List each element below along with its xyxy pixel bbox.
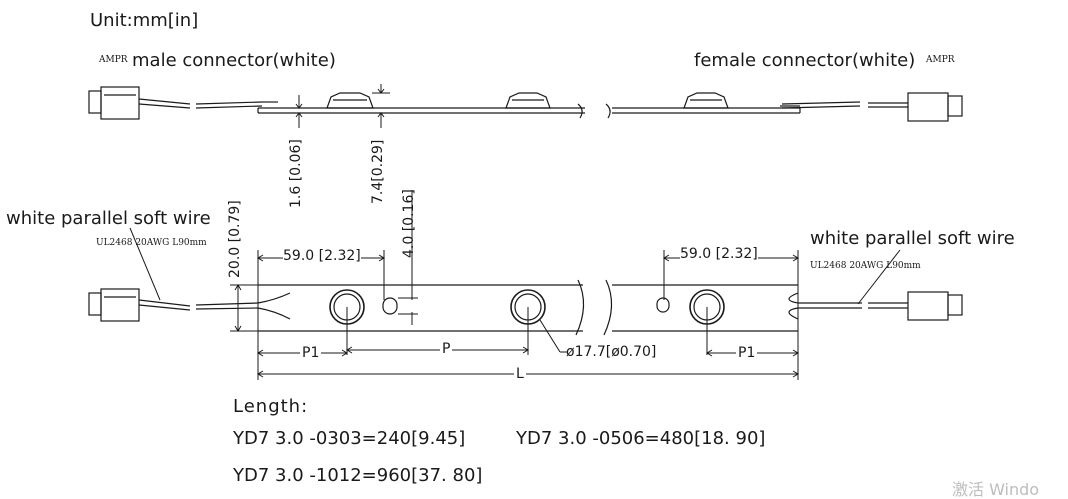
unit-label: Unit:mm[in] — [90, 10, 199, 31]
width-label: 20.0 [0.79] — [227, 200, 243, 278]
height-dimension — [372, 84, 390, 128]
mounting-hole-left — [382, 297, 398, 315]
side-wire-right — [780, 101, 908, 109]
height-label: 7.4[0.29] — [370, 139, 386, 204]
top-pcb-strip — [258, 279, 798, 336]
p1-right-label: P1 — [736, 345, 758, 361]
top-led-lens-2 — [510, 289, 546, 355]
right-wire-spec: UL2468 20AWG L90mm — [810, 261, 921, 271]
os-watermark: 激活 Windo — [952, 480, 1040, 499]
male-connector-side — [88, 86, 191, 120]
thickness-label: 1.6 [0.06] — [288, 139, 304, 208]
thickness-dimension — [295, 95, 303, 128]
side-led-lens-3 — [683, 92, 729, 109]
male-connector-top — [88, 288, 191, 322]
lens-diameter-label: ø17.7[ø0.70] — [566, 344, 657, 360]
mounting-hole-right — [656, 297, 670, 313]
female-brand-label: AMPR — [926, 55, 955, 65]
length-row-2: YD7 3.0 -0506=480[18. 90] — [516, 428, 766, 449]
left-wire-label: white parallel soft wire — [6, 208, 211, 229]
male-connector-label: male connector(white) — [132, 50, 336, 71]
length-row-3: YD7 3.0 -1012=960[37. 80] — [233, 465, 483, 486]
length-dimension — [257, 370, 799, 378]
pitch-label: P — [440, 341, 453, 357]
female-connector-top — [907, 291, 963, 321]
lens-diameter-leader — [539, 319, 568, 353]
hole-dimension — [398, 190, 418, 325]
top-wire-right — [788, 292, 908, 320]
length-label: L — [514, 366, 526, 382]
female-connector-label: female connector(white) — [694, 50, 916, 71]
side-led-lens-2 — [505, 92, 551, 109]
width-dimension — [230, 284, 258, 332]
edge-right-dimension — [663, 250, 799, 380]
top-led-lens-1 — [329, 289, 365, 355]
hole-label: 4.0 [0.16] — [401, 189, 417, 258]
left-wire-spec: UL2468 20AWG L90mm — [96, 238, 207, 248]
length-heading: Length: — [233, 396, 309, 417]
top-wire-left — [195, 292, 291, 320]
edge-left-label: 59.0 [2.32] — [283, 248, 361, 264]
edge-right-label: 59.0 [2.32] — [680, 246, 758, 262]
female-connector-side — [907, 92, 963, 122]
side-wire-left — [195, 101, 278, 109]
length-row-1: YD7 3.0 -0303=240[9.45] — [233, 428, 466, 449]
wire-leaders — [129, 227, 901, 305]
side-pcb-strip — [257, 103, 801, 119]
male-brand-label: AMPR — [99, 55, 128, 65]
right-wire-label: white parallel soft wire — [810, 228, 1015, 249]
top-led-lens-3 — [689, 289, 725, 355]
p1-left-label: P1 — [300, 345, 322, 361]
edge-left-dimension — [257, 250, 385, 380]
side-led-lens-1 — [326, 92, 374, 109]
